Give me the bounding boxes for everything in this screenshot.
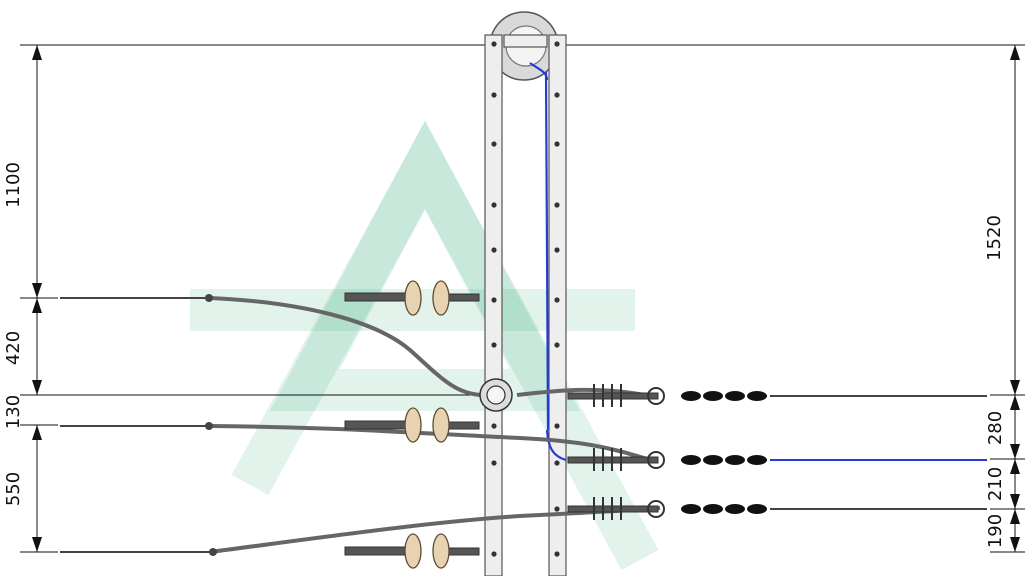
right-dimension-stack xyxy=(1010,45,1020,552)
right-insulator-assembly-middle xyxy=(567,448,767,471)
left-insulator-assembly-top xyxy=(205,280,480,316)
left-dimension-stack xyxy=(32,45,42,552)
left-insulator-assembly-middle xyxy=(205,407,480,443)
dimension-label-130: 130 xyxy=(3,395,24,429)
dimension-label-420: 420 xyxy=(3,331,24,365)
dimension-label-210: 210 xyxy=(985,467,1006,501)
bolt-pattern-right xyxy=(554,41,560,557)
dimension-label-1520: 1520 xyxy=(984,215,1005,261)
left-insulator-assembly-bottom xyxy=(209,533,480,569)
right-insulator-assembly-bottom xyxy=(567,497,767,520)
dimension-label-550: 550 xyxy=(3,472,24,506)
dimension-label-190: 190 xyxy=(985,514,1006,548)
dimension-label-1100: 1100 xyxy=(3,162,24,208)
bolt-pattern-left xyxy=(491,41,497,557)
line-wires xyxy=(60,297,987,553)
dimension-label-280: 280 xyxy=(985,411,1006,445)
watermark-logo xyxy=(190,120,659,571)
right-insulator-assembly-top xyxy=(567,384,767,407)
